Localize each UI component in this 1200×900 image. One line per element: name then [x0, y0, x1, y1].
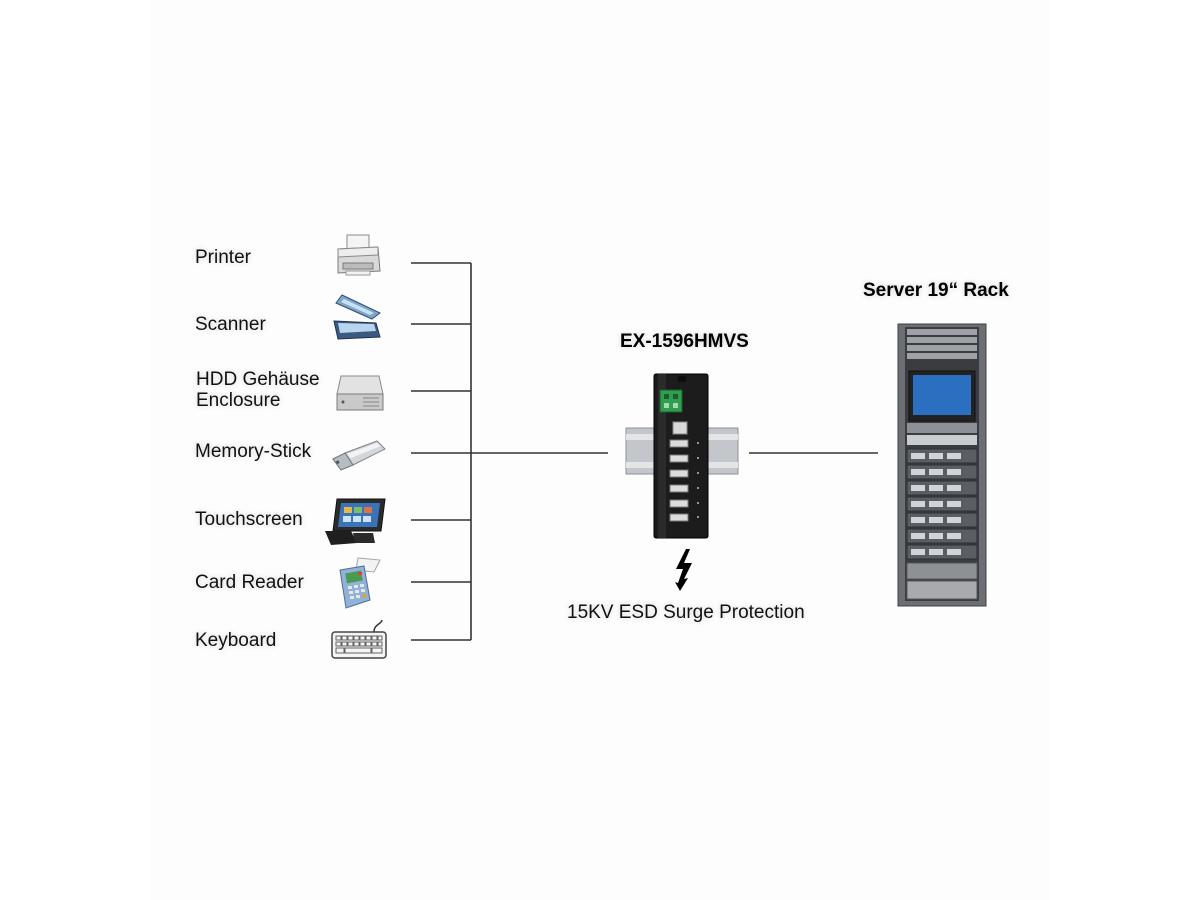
hdd-enclosure-icon — [333, 372, 385, 414]
server-title: Server 19“ Rack — [863, 280, 1009, 301]
device-label-memory-stick: Memory-Stick — [195, 441, 312, 462]
device-label-touchscreen: Touchscreen — [195, 509, 303, 530]
lightning-bolt-icon — [672, 549, 696, 591]
touchscreen-pos-icon — [323, 497, 389, 547]
device-label-hdd: HDD Gehäuse Enclosure — [196, 369, 320, 411]
printer-icon — [334, 233, 384, 281]
device-label-printer: Printer — [195, 247, 251, 268]
usb-hub-icon — [622, 372, 742, 540]
card-reader-icon — [330, 556, 386, 612]
hub-title: EX-1596HMVS — [620, 331, 749, 352]
protection-text: 15KV ESD Surge Protection — [567, 602, 805, 623]
server-rack-icon — [897, 323, 987, 607]
keyboard-icon — [330, 618, 388, 662]
usb-stick-icon — [331, 437, 387, 471]
device-label-card-reader: Card Reader — [195, 572, 304, 593]
device-label-keyboard: Keyboard — [195, 630, 277, 651]
scanner-icon — [332, 293, 384, 345]
device-label-hdd-line1: HDD Gehäuse — [196, 369, 320, 390]
device-label-scanner: Scanner — [195, 314, 266, 335]
device-label-hdd-line2: Enclosure — [196, 390, 281, 411]
